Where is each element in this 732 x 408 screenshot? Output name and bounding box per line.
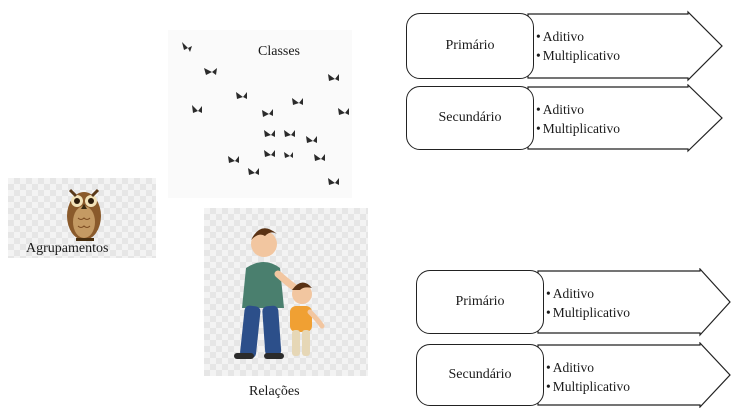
item-aditivo: Aditivo [546, 358, 630, 377]
item-aditivo: Aditivo [546, 284, 630, 303]
item-multiplicativo: Multiplicativo [536, 46, 620, 65]
primario-box: Primário [406, 13, 534, 79]
secundario-box: Secundário [406, 86, 534, 150]
arrow-items-2: Aditivo Multiplicativo [536, 100, 620, 138]
arrow-group-4: Secundário Aditivo Multiplicativo [410, 342, 732, 408]
classes-label: Classes [258, 44, 300, 59]
item-multiplicativo: Multiplicativo [546, 303, 630, 322]
arrow-group-3: Primário Aditivo Multiplicativo [410, 268, 732, 338]
relacoes-label: Relações [249, 384, 300, 399]
item-aditivo: Aditivo [536, 100, 620, 119]
arrow-group-2: Secundário Aditivo Multiplicativo [400, 84, 726, 154]
item-multiplicativo: Multiplicativo [546, 377, 630, 396]
item-multiplicativo: Multiplicativo [536, 119, 620, 138]
primario-box: Primário [416, 270, 544, 334]
birds-flock-icon [182, 42, 349, 185]
secundario-box: Secundário [416, 344, 544, 406]
owl-image [8, 178, 156, 258]
people-image [204, 208, 368, 376]
arrow-items-4: Aditivo Multiplicativo [546, 358, 630, 396]
arrow-group-1: Primário Aditivo Multiplicativo [400, 10, 726, 82]
arrow-items-1: Aditivo Multiplicativo [536, 27, 620, 65]
owl-icon [67, 188, 101, 241]
agrupamentos-label: Agrupamentos [26, 241, 109, 256]
father-child-icon [234, 228, 325, 359]
item-aditivo: Aditivo [536, 27, 620, 46]
arrow-items-3: Aditivo Multiplicativo [546, 284, 630, 322]
birds-image [168, 30, 352, 198]
